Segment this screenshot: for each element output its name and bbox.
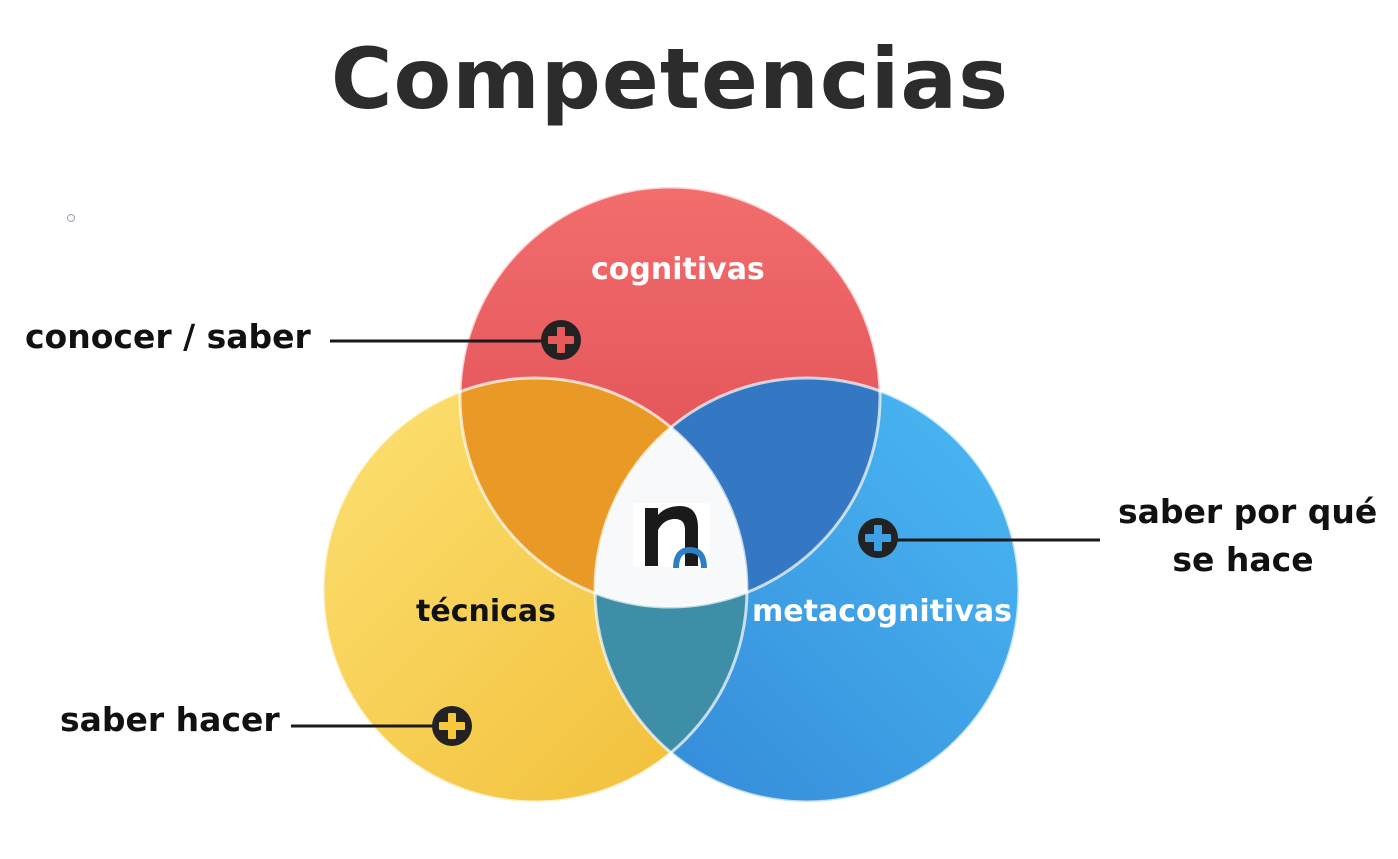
label-metacognitivas: metacognitivas: [752, 594, 1012, 629]
label-cognitivas: cognitivas: [591, 252, 765, 287]
callout-saber-hacer: saber hacer: [60, 700, 280, 739]
callout-conocer-saber: conocer / saber: [25, 317, 311, 356]
callout-saber-por-que: saber por qué se hace: [1118, 488, 1378, 584]
n-logo-icon: [633, 503, 709, 569]
callout-saber-por-que-line1: saber por qué: [1118, 492, 1378, 531]
callout-saber-por-que-line2: se hace: [1172, 540, 1314, 579]
plus-circle-icon[interactable]: [432, 706, 472, 746]
plus-circle-icon[interactable]: [541, 320, 581, 360]
dot-marker: [67, 214, 75, 222]
page-title: Competencias: [330, 30, 1010, 128]
label-tecnicas: técnicas: [416, 594, 556, 629]
plus-circle-icon[interactable]: [858, 518, 898, 558]
overlap-center: [595, 378, 747, 607]
